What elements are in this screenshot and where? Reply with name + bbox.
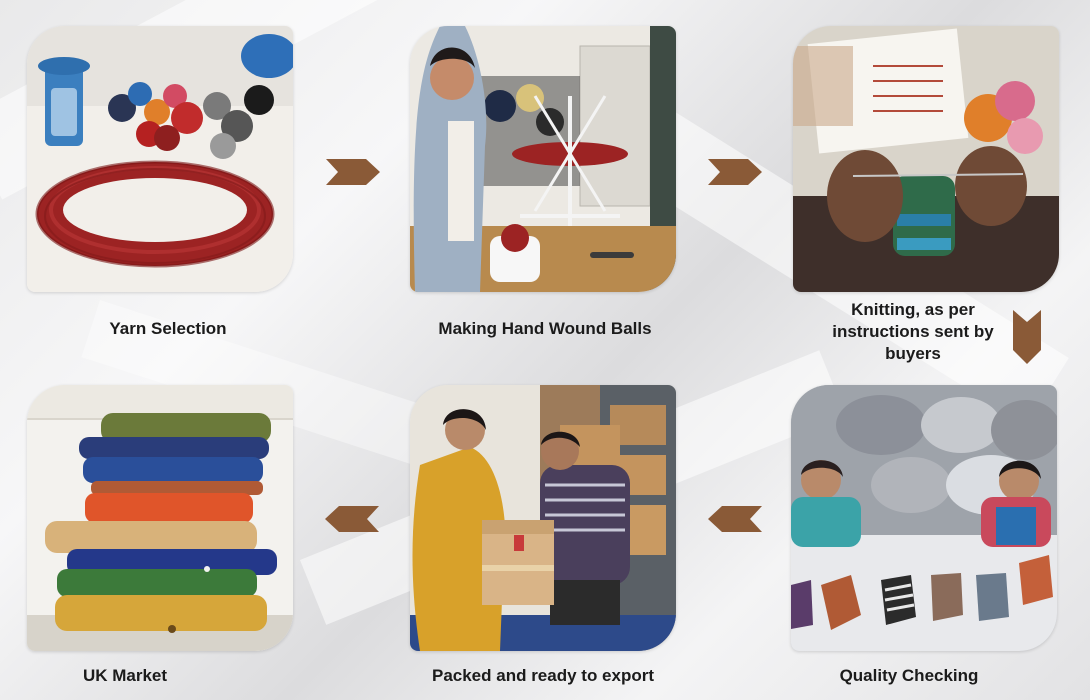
step-label-quality-checking: Quality Checking [839, 666, 979, 685]
uk-market-photo [27, 385, 293, 651]
chevron-arrow-icon [708, 506, 762, 532]
step-label-hand-wound-balls: Making Hand Wound Balls [438, 319, 652, 338]
chevron-arrow-icon [1013, 310, 1041, 364]
step-label-uk-market: UK Market [82, 666, 168, 685]
step-label-knitting: Knitting, as per instructions sent by bu… [832, 300, 994, 363]
yarn-selection-photo [27, 26, 293, 292]
hand-wound-balls-photo [410, 26, 676, 292]
step-label-yarn-selection: Yarn Selection [109, 319, 227, 338]
chevron-arrow-icon [326, 159, 380, 185]
step-label-packed: Packed and ready to export [431, 666, 655, 685]
packing-photo [410, 385, 676, 651]
quality-checking-photo [791, 385, 1057, 651]
chevron-arrow-icon [708, 159, 762, 185]
chevron-arrow-icon [325, 506, 379, 532]
knitting-photo [793, 26, 1059, 292]
